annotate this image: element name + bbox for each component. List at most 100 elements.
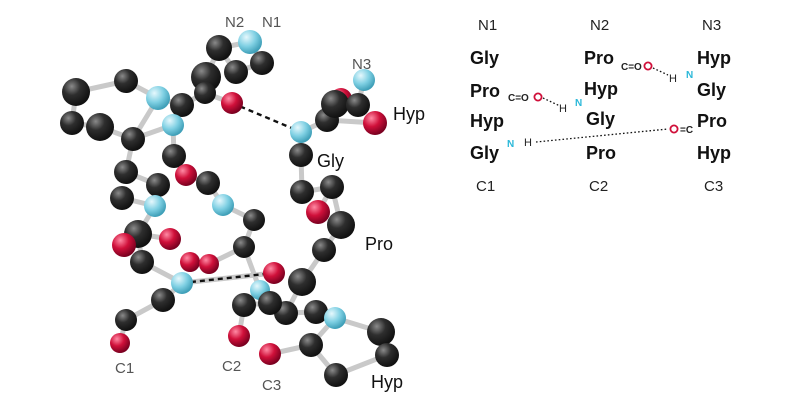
carbon-atom xyxy=(290,180,314,204)
label-pro: Pro xyxy=(365,234,393,254)
carbon-atom xyxy=(299,333,323,357)
carbon-atom xyxy=(170,93,194,117)
carbon-atom xyxy=(86,113,114,141)
hydrogen-bond xyxy=(231,101,302,134)
carbon-atom xyxy=(62,78,90,106)
ball-and-stick-model: N2 N1 N3 Hyp Gly Pro Hyp C1 C2 C3 xyxy=(60,14,425,394)
hbond-scheme-1 xyxy=(542,97,561,107)
carbon-atom xyxy=(346,93,370,117)
oxygen-atom xyxy=(112,233,136,257)
footer-c3: C3 xyxy=(704,178,723,195)
carbonyl-2-c: C=O xyxy=(621,62,642,73)
s2-res-3: Gly xyxy=(586,109,615,129)
oxygen-atom xyxy=(221,92,243,114)
oxygen-atom xyxy=(175,164,197,186)
carbon-atom xyxy=(196,171,220,195)
hbond-1-n: N xyxy=(575,98,582,109)
carbon-atom xyxy=(367,318,395,346)
carbon-atom xyxy=(233,236,255,258)
carbon-atom xyxy=(146,173,170,197)
nitrogen-atom xyxy=(353,69,375,91)
nitrogen-atom xyxy=(238,30,262,54)
label-n3: N3 xyxy=(352,56,371,73)
carbon-atom xyxy=(194,82,216,104)
nitrogen-atom xyxy=(171,272,193,294)
s2-res-1: Pro xyxy=(584,48,614,68)
carbon-atom xyxy=(243,209,265,231)
s3-res-3: Pro xyxy=(697,111,727,131)
carbon-atom xyxy=(288,268,316,296)
carbon-atom xyxy=(114,69,138,93)
header-n1: N1 xyxy=(478,17,497,34)
carbon-atom xyxy=(110,186,134,210)
hbond-scheme-3 xyxy=(535,128,669,143)
label-c3: C3 xyxy=(262,377,281,394)
carbon-atom xyxy=(114,160,138,184)
label-n2: N2 xyxy=(225,14,244,31)
hbond-scheme-2 xyxy=(652,67,669,76)
oxygen-atom xyxy=(180,252,200,272)
carbon-atom xyxy=(289,143,313,167)
label-hyp-top: Hyp xyxy=(393,104,425,124)
carbonyl-1-oxygen-mark xyxy=(533,92,543,102)
nitrogen-atom xyxy=(146,86,170,110)
carbon-atom xyxy=(162,144,186,168)
carbonyl-3-c: =C xyxy=(680,125,693,136)
oxygen-atom xyxy=(259,343,281,365)
carbon-atom xyxy=(320,175,344,199)
nitrogen-atom xyxy=(290,121,312,143)
hbond-2-h: H xyxy=(669,73,677,85)
header-n2: N2 xyxy=(590,17,609,34)
carbon-atom xyxy=(250,51,274,75)
carbon-atom xyxy=(151,288,175,312)
carbon-atom xyxy=(258,291,282,315)
s1-res-1: Gly xyxy=(470,48,499,68)
carbon-atom xyxy=(304,300,328,324)
carbon-atom xyxy=(375,343,399,367)
atoms xyxy=(60,30,399,387)
carbon-atom xyxy=(115,309,137,331)
hbond-3-n: N xyxy=(507,139,514,150)
carbon-atom xyxy=(324,363,348,387)
label-n1: N1 xyxy=(262,14,281,31)
nitrogen-atom xyxy=(162,114,184,136)
nitrogen-atom xyxy=(144,195,166,217)
carbonyl-3-oxygen-mark xyxy=(669,124,679,134)
label-hyp-bottom: Hyp xyxy=(371,372,403,392)
carbon-atom xyxy=(130,250,154,274)
s1-res-3: Hyp xyxy=(470,111,504,131)
carbonyl-1-c: C=O xyxy=(508,93,529,104)
hbond-3-h: H xyxy=(524,137,532,149)
hydrogen-bonds xyxy=(181,101,302,285)
s3-res-2: Gly xyxy=(697,80,726,100)
hbond-2-n: N xyxy=(686,70,693,81)
s1-res-2: Pro xyxy=(470,81,500,101)
carbon-atom xyxy=(224,60,248,84)
s2-res-2: Hyp xyxy=(584,79,618,99)
carbon-atom xyxy=(321,90,349,118)
label-c1: C1 xyxy=(115,360,134,377)
s1-res-4: Gly xyxy=(470,143,499,163)
footer-c2: C2 xyxy=(589,178,608,195)
header-n3: N3 xyxy=(702,17,721,34)
hbond-1-h: H xyxy=(559,103,567,115)
hydrogen-bond xyxy=(181,271,275,285)
nitrogen-atom xyxy=(212,194,234,216)
s3-res-4: Hyp xyxy=(697,143,731,163)
s2-res-4: Pro xyxy=(586,143,616,163)
s3-res-1: Hyp xyxy=(697,48,731,68)
oxygen-atom xyxy=(199,254,219,274)
label-gly: Gly xyxy=(317,151,344,171)
carbon-atom xyxy=(121,127,145,151)
carbon-atom xyxy=(327,211,355,239)
oxygen-atom xyxy=(263,262,285,284)
footer-c1: C1 xyxy=(476,178,495,195)
oxygen-atom xyxy=(159,228,181,250)
carbon-atom xyxy=(60,111,84,135)
hydrogen-bond-scheme: N1 N2 N3 Gly Pro Hyp Gly Pro Hyp Gly Pro… xyxy=(470,17,731,195)
label-c2: C2 xyxy=(222,358,241,375)
carbon-atom xyxy=(206,35,232,61)
oxygen-atom xyxy=(363,111,387,135)
nitrogen-atom xyxy=(324,307,346,329)
